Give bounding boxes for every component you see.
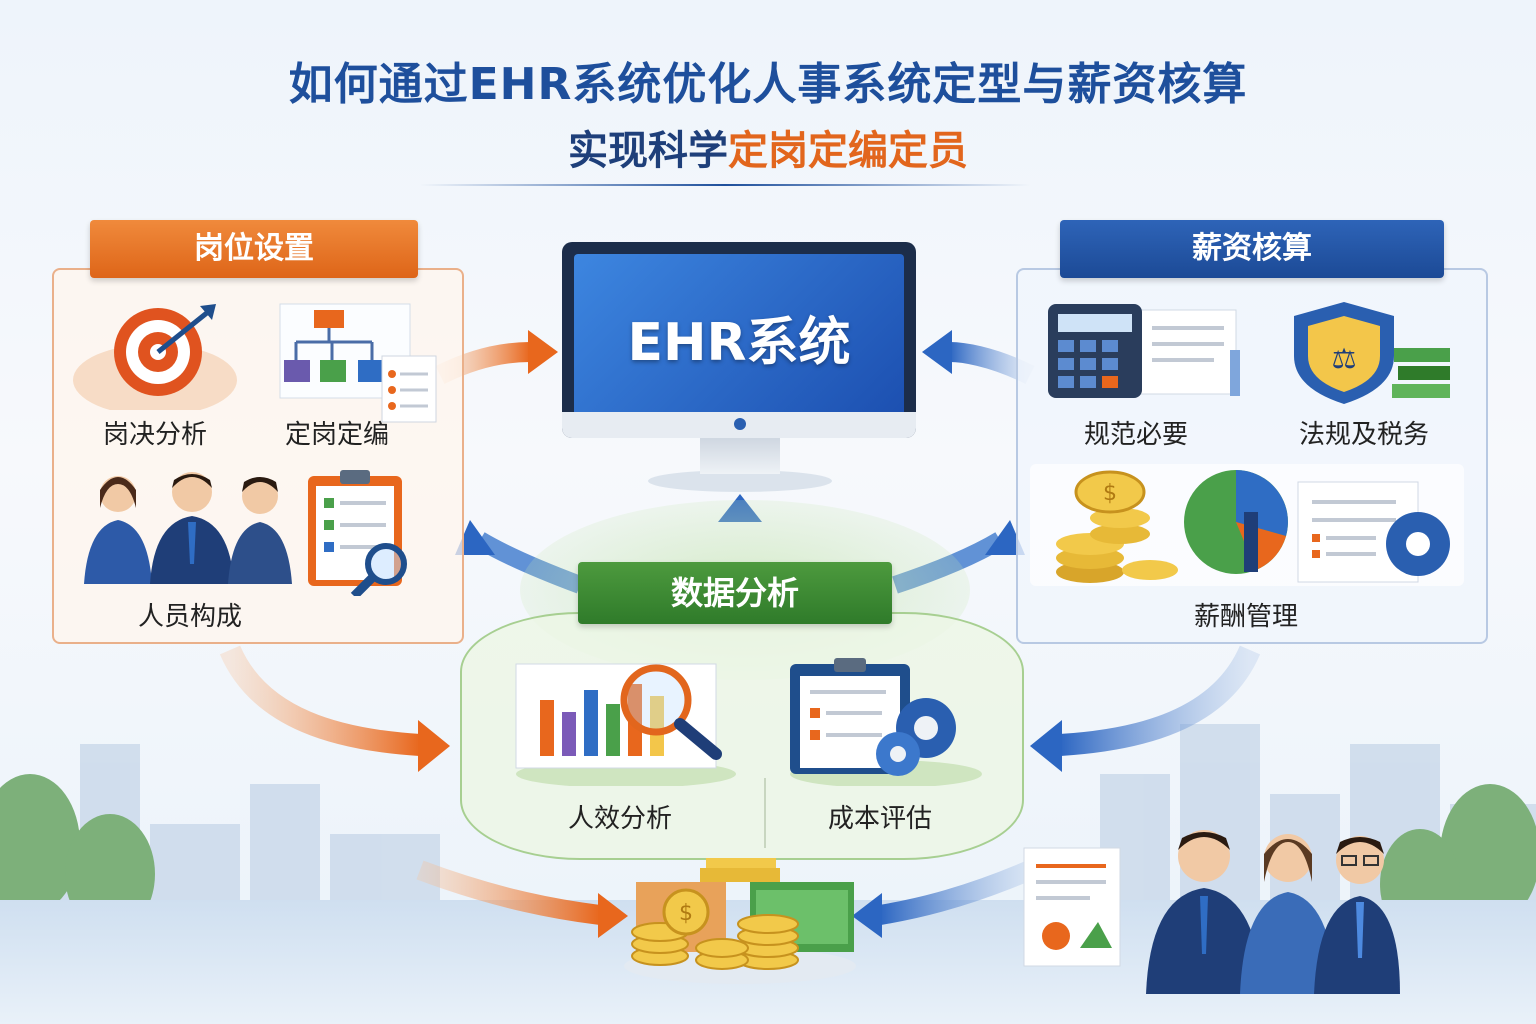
subtitle: 实现科学定岗定编定员 [0,118,1536,176]
left-item-label-2: 定岗定编 [284,420,389,450]
left-item-label-1: 岗决分析 [102,420,207,450]
center-item-label-1: 人效分析 [567,804,672,834]
money-stack-icon: $ [624,858,856,984]
shield-icon: ⚖ [1294,302,1450,404]
bar-chart-magnifier-icon [515,663,736,786]
business-team-icon [1023,830,1400,994]
subtitle-highlight: 定岗定编定员 [728,128,968,174]
arrow-left-to-analysis [219,645,421,756]
payroll-header: 薪资核算 [1060,220,1444,278]
title-underline [420,184,1030,186]
svg-text:$: $ [1103,481,1117,506]
right-item-label-2: 法规及税务 [1298,420,1429,450]
ehr-system-label: EHR系统 [627,313,851,373]
arrow-left-to-payroll [416,860,602,925]
svg-text:⚖: ⚖ [1331,342,1356,375]
subtitle-prefix: 实现科学 [568,128,728,174]
coins-chart-icon: $ [1056,470,1450,583]
center-item-label-2: 成本评估 [827,804,932,834]
report-gear-icon [790,658,982,786]
left-item-label-3: 人员构成 [137,602,242,632]
data-analysis-header: 数据分析 [578,562,892,624]
org-chart-icon [279,303,437,423]
monitor-stand [700,438,780,474]
right-item-label-1: 规范必要 [1083,420,1188,450]
monitor-base [648,470,832,492]
job-setting-header: 岗位设置 [90,220,418,278]
team-people-icon [84,472,292,584]
arrow-right-to-payroll [878,860,1034,925]
monitor-power-dot [734,418,746,430]
analysis-divider [764,778,766,848]
monitor-screen [574,254,904,420]
arrow-right-to-analysis [1059,645,1261,756]
main-title: 如何通过EHR系统优化人事系统定型与薪资核算 [288,59,1248,110]
calculator-icon [1048,304,1240,398]
svg-text:$: $ [679,901,693,926]
right-item-label-3: 薪酬管理 [1193,602,1298,632]
clipboard-checklist-icon [308,470,407,596]
target-icon [73,304,237,410]
